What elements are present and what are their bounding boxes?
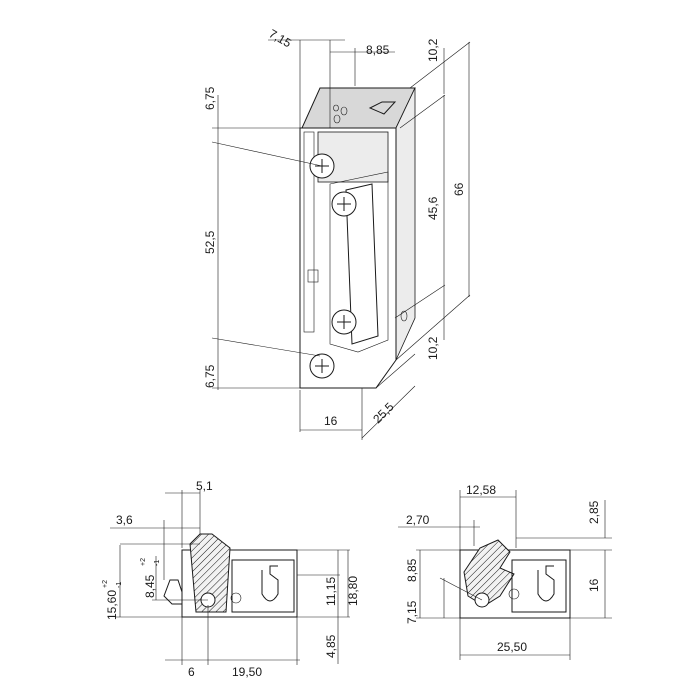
front-view-dimensions (211, 39, 471, 440)
dim-6-75-bottom: 6,75 (203, 364, 217, 388)
top-hole-1 (333, 114, 341, 124)
top-hole-2 (340, 106, 348, 116)
top-tab (368, 101, 397, 115)
tol-15-60-minus: -1 (116, 582, 123, 588)
side-section-right-dims (398, 490, 612, 660)
dim-52-5: 52,5 (203, 230, 217, 254)
dim-8-45: 8,45 (143, 574, 157, 598)
small-pin-right-icon (508, 588, 520, 600)
dim-8-85-right: 8,85 (405, 558, 419, 582)
side-section-right (459, 539, 571, 619)
dim-6-75-top: 6,75 (203, 86, 217, 110)
latch-plate (345, 183, 379, 345)
dim-25-50: 25,50 (497, 640, 527, 654)
dim-11-15: 11,15 (324, 577, 338, 606)
tol-8-45-minus: -1 (154, 560, 161, 566)
strike-front-view (299, 87, 416, 389)
screw-lower-inner-icon (331, 309, 357, 335)
dim-19-50: 19,50 (232, 665, 262, 679)
dim-16-width: 16 (324, 414, 338, 428)
screw-upper-inner-icon (331, 191, 357, 217)
dim-8-85-top: 8,85 (366, 43, 390, 57)
mechanism-box-right (511, 559, 567, 613)
dim-2-70: 2,70 (406, 513, 430, 527)
spring-left (261, 565, 279, 602)
dim-25-5-depth: 25,5 (370, 399, 397, 426)
dim-66: 66 (452, 182, 466, 196)
dim-3-6: 3,6 (116, 513, 133, 527)
latch-catch (329, 171, 389, 353)
side-section-left (163, 533, 298, 618)
dim-7-15-top: 7,15 (267, 26, 295, 50)
dim-5-1: 5,1 (196, 479, 213, 493)
tol-15-60-plus: +2 (102, 580, 109, 588)
dim-4-85: 4,85 (324, 634, 338, 658)
dim-6: 6 (188, 665, 195, 679)
top-hole-3 (333, 104, 339, 112)
dim-10-2-bottom: 10,2 (426, 336, 440, 360)
strike-top-face (301, 87, 416, 129)
screw-bottom-icon (309, 353, 335, 379)
left-rail (303, 131, 315, 333)
dim-45-6: 45,6 (426, 196, 440, 220)
dim-16-right: 16 (587, 578, 601, 592)
dim-18-80: 18,80 (346, 576, 360, 606)
tol-8-45-plus: +2 (140, 558, 147, 566)
dim-7-15-right: 7,15 (405, 600, 419, 624)
dim-2-85: 2,85 (587, 500, 601, 524)
spring-right (537, 565, 555, 602)
dim-15-60: 15,60 (105, 590, 119, 620)
side-hole (400, 310, 408, 322)
small-pin-left-icon (230, 592, 242, 604)
rail-clip (307, 269, 319, 283)
side-section-right-labels: 12,58 2,85 2,70 8,85 16 7,15 25,50 (405, 483, 601, 654)
latch-tip-left (163, 579, 183, 605)
dim-12-58: 12,58 (466, 483, 496, 497)
strike-right-face (395, 87, 416, 361)
side-section-left-labels: 5,1 3,6 15,60 +2 -1 8,45 +2 -1 11,15 18,… (102, 479, 360, 679)
side-section-left-dims (110, 490, 350, 665)
dim-10-2-top: 10,2 (426, 38, 440, 62)
